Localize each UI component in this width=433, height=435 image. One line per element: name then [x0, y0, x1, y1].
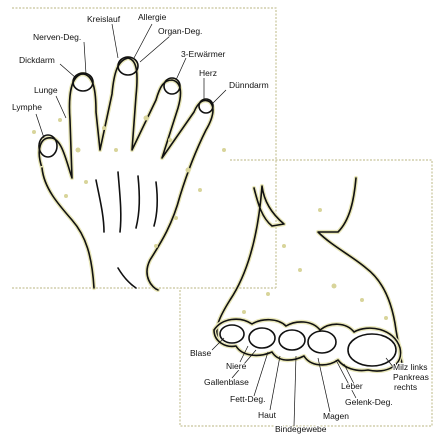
label-kreislauf: Kreislauf [87, 14, 121, 24]
toe-2-ring [308, 331, 336, 353]
label-dickdarm: Dickdarm [19, 55, 55, 65]
label-fett-deg: Fett-Deg. [230, 394, 265, 404]
label-organ-deg: Organ-Deg. [158, 26, 202, 36]
label-magen: Magen [323, 411, 349, 421]
label-gallenblase: Gallenblase [204, 377, 249, 387]
hand-panel-frame [12, 8, 276, 288]
label-lunge: Lunge [34, 85, 58, 95]
label-gelenk-deg: Gelenk-Deg. [345, 397, 393, 407]
foot-illustration [214, 178, 402, 371]
hand-outline [39, 58, 213, 290]
label-3-erwaermer: 3-Erwärmer [181, 49, 226, 59]
label-lymphe: Lymphe [12, 102, 42, 112]
toe-5-ring [220, 325, 244, 343]
label-haut: Haut [258, 410, 277, 420]
label-niere: Niere [226, 361, 247, 371]
label-allergie: Allergie [138, 12, 167, 22]
label-nerven-deg: Nerven-Deg. [33, 32, 81, 42]
label-pankreas: Pankreas [393, 372, 429, 382]
toe-3-ring [279, 330, 305, 350]
toe-4-ring [249, 328, 275, 348]
hand-illustration [32, 57, 226, 290]
label-duenndarm: Dünndarm [229, 80, 269, 90]
label-rechts: rechts [394, 382, 417, 392]
hand-outline-left [42, 168, 94, 288]
hand-texture [32, 116, 226, 249]
label-blase: Blase [190, 348, 212, 358]
label-herz: Herz [199, 68, 217, 78]
label-bindegewebe: Bindegewebe [275, 424, 327, 434]
foot-texture [242, 208, 388, 320]
label-milz-links: Milz links [393, 362, 427, 372]
label-leber: Leber [341, 381, 363, 391]
